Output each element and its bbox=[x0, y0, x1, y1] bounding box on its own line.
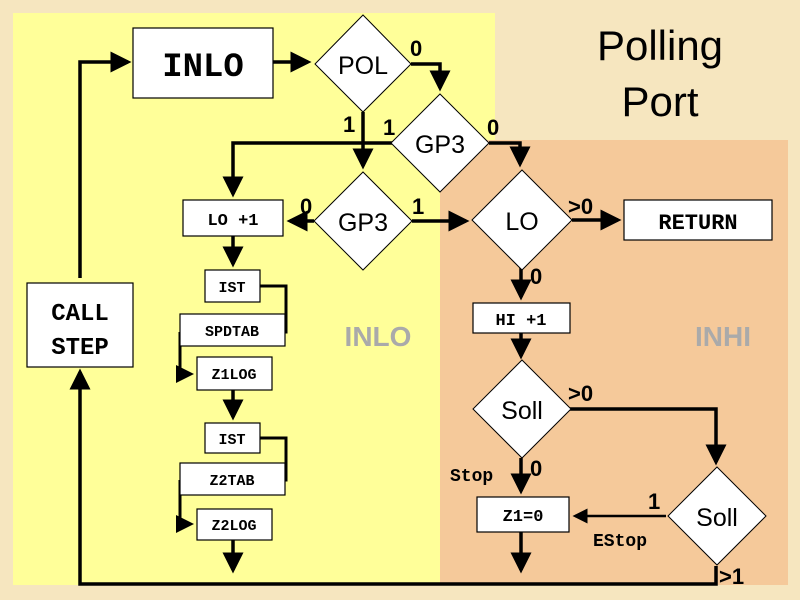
pol-decision: POL bbox=[314, 14, 412, 113]
z1log-box: Z1LOG bbox=[196, 356, 273, 391]
svg-text:CALL: CALL bbox=[51, 301, 109, 328]
title-line2: Port bbox=[621, 78, 698, 125]
z2tab-box: Z2TAB bbox=[179, 462, 286, 496]
soll-decision-2: Soll bbox=[667, 466, 767, 566]
label-lo-0: 0 bbox=[530, 264, 542, 289]
lo-plus1-box: LO +1 bbox=[182, 199, 284, 237]
svg-text:SPDTAB: SPDTAB bbox=[205, 324, 259, 341]
label-pol-0: 0 bbox=[410, 36, 422, 61]
gp3-lower-decision: GP3 bbox=[313, 171, 413, 271]
svg-text:Soll: Soll bbox=[696, 504, 738, 532]
svg-text:IST: IST bbox=[218, 432, 245, 449]
edge-labels: 0 1 1 0 0 1 >0 0 >0 0 Stop 1 EStop >1 bbox=[300, 36, 744, 589]
svg-text:IST: IST bbox=[218, 280, 245, 297]
return-box: RETURN bbox=[623, 199, 773, 241]
lo-decision: LO bbox=[471, 169, 573, 271]
z2log-box: Z2LOG bbox=[196, 508, 273, 541]
gp3-upper-decision: GP3 bbox=[390, 93, 490, 193]
label-soll1-0: 0 bbox=[530, 456, 542, 481]
svg-text:LO +1: LO +1 bbox=[207, 212, 258, 231]
label-pol-1: 1 bbox=[343, 112, 355, 137]
call-step-box: CALL STEP bbox=[26, 282, 134, 368]
label-gp3l-0: 0 bbox=[300, 194, 312, 219]
svg-text:Z1LOG: Z1LOG bbox=[211, 367, 256, 384]
svg-text:GP3: GP3 bbox=[338, 209, 388, 237]
label-gp3l-1: 1 bbox=[412, 194, 424, 219]
label-lo-gt0: >0 bbox=[568, 194, 593, 219]
z1-zero-box: Z1=0 bbox=[476, 496, 570, 533]
inlo-box: INLO bbox=[132, 27, 274, 99]
label-soll2-gt1: >1 bbox=[719, 564, 744, 589]
hi-plus1-box: HI +1 bbox=[472, 302, 571, 334]
svg-text:HI +1: HI +1 bbox=[495, 312, 546, 331]
title-line1: Polling bbox=[597, 22, 723, 69]
soll-decision-1: Soll bbox=[472, 359, 572, 459]
label-gp3u-1: 1 bbox=[383, 115, 395, 140]
svg-text:Z2TAB: Z2TAB bbox=[209, 473, 254, 490]
label-stop: Stop bbox=[450, 467, 493, 487]
label-estop: EStop bbox=[593, 532, 647, 552]
svg-text:LO: LO bbox=[505, 208, 538, 236]
svg-text:INLO: INLO bbox=[162, 49, 244, 87]
label-soll2-1: 1 bbox=[648, 489, 660, 514]
ist-box-1: IST bbox=[204, 269, 261, 303]
connectors bbox=[69, 51, 727, 586]
svg-text:Z2LOG: Z2LOG bbox=[211, 518, 256, 535]
label-gp3u-0: 0 bbox=[487, 115, 499, 140]
svg-text:GP3: GP3 bbox=[415, 131, 465, 159]
label-soll1-gt0: >0 bbox=[568, 381, 593, 406]
svg-text:STEP: STEP bbox=[51, 335, 109, 362]
svg-text:Soll: Soll bbox=[501, 397, 543, 425]
region-label-inlo: INLO bbox=[345, 321, 412, 352]
spdtab-box: SPDTAB bbox=[179, 313, 286, 347]
svg-text:Z1=0: Z1=0 bbox=[503, 508, 544, 527]
region-label-inhi: INHI bbox=[695, 321, 751, 352]
svg-text:POL: POL bbox=[338, 52, 388, 80]
ist-box-2: IST bbox=[204, 422, 261, 454]
svg-text:RETURN: RETURN bbox=[658, 211, 737, 236]
